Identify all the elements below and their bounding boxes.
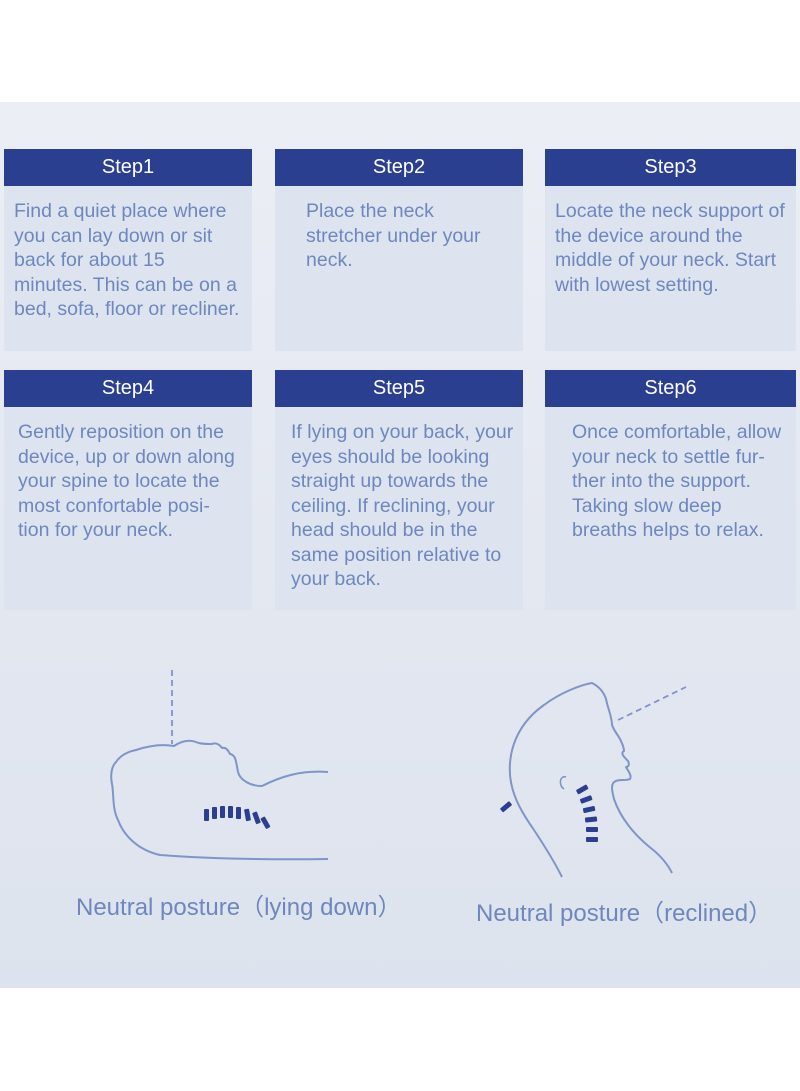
step-title: Step3: [545, 149, 796, 186]
step-card-1: Step1 Find a quiet place where you can l…: [4, 149, 252, 351]
step-text: Place the neck stretcher under your neck…: [306, 200, 481, 271]
step-text: Gently reposition on the device, up or d…: [18, 421, 235, 541]
step-title: Step2: [275, 149, 523, 186]
step-title: Step6: [545, 370, 796, 407]
lying-head-profile-icon: [110, 670, 329, 861]
step-card-2: Step2 Place the neck stretcher under you…: [275, 149, 523, 351]
step-title: Step5: [275, 370, 523, 407]
step-title: Step1: [4, 149, 252, 186]
instructions-panel: Step1 Find a quiet place where you can l…: [0, 102, 800, 988]
step-card-3: Step3 Locate the neck support of the dev…: [545, 149, 796, 351]
step-text: Once comfortable, allow your neck to set…: [572, 421, 782, 541]
reclined-caption: Neutral posture（reclined）: [476, 900, 773, 927]
lying-caption: Neutral posture（lying down）: [76, 894, 402, 921]
step-text: Find a quiet place where you can lay dow…: [14, 200, 240, 320]
step-card-4: Step4 Gently reposition on the device, u…: [4, 370, 252, 610]
step-text: If lying on your back, your eyes should …: [291, 421, 514, 590]
reclined-head-profile-icon: [500, 682, 687, 878]
step-card-5: Step5 If lying on your back, your eyes s…: [275, 370, 523, 610]
step-card-6: Step6 Once comfortable, allow your neck …: [545, 370, 796, 610]
step-title: Step4: [4, 370, 252, 407]
step-text: Locate the neck support of the device ar…: [555, 200, 785, 296]
